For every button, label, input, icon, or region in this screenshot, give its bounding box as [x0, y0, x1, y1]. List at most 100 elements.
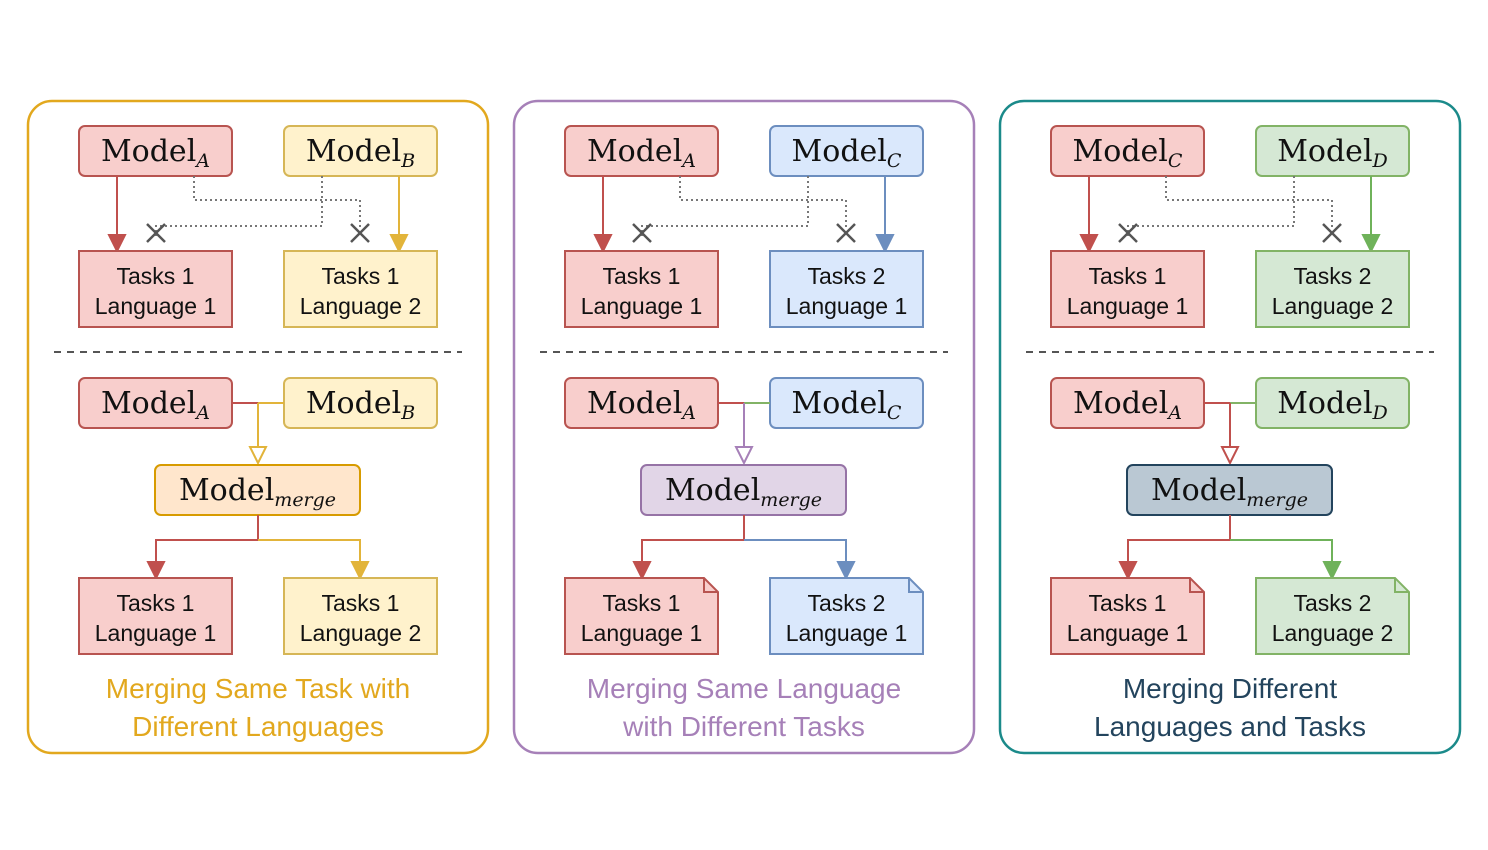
top-task-right-box [1255, 250, 1410, 328]
arrowhead [146, 561, 166, 581]
task-line-2: Language 2 [1272, 293, 1394, 319]
task-line-1: Tasks 1 [117, 590, 195, 616]
arrowhead [875, 234, 895, 254]
bottom-model-right-label: ModelD [1277, 386, 1388, 424]
top-model-left-box [564, 125, 719, 177]
task-line-1: Tasks 1 [1089, 590, 1167, 616]
top-task-right-box [769, 250, 924, 328]
arrowhead [350, 561, 370, 581]
panel-frame [26, 99, 490, 755]
task-line-2: Language 1 [95, 620, 217, 646]
task-line-1: Tasks 2 [1294, 263, 1372, 289]
bottom-model-left: ModelA [564, 377, 719, 429]
folded-corner [1189, 578, 1204, 593]
task-line-2: Language 1 [786, 293, 908, 319]
merged-model: Modelmerge [1126, 464, 1333, 516]
top-model-right: ModelB [283, 125, 438, 177]
bottom-model-right: ModelB [283, 377, 438, 429]
top-model-right-label: ModelB [306, 134, 415, 172]
hollow-arrowhead [248, 446, 268, 466]
blocked-connections [1118, 176, 1342, 243]
arrowhead [1079, 234, 1099, 254]
blocked-cross-icon [350, 223, 370, 243]
bottom-model-right-label: ModelB [306, 386, 415, 424]
merged-model: Modelmerge [154, 464, 361, 516]
arrowhead [1118, 561, 1138, 581]
top-model-right-label: ModelC [792, 134, 902, 172]
top-model-left: ModelA [78, 125, 233, 177]
model-subscript: B [400, 402, 415, 424]
output-task-left: Tasks 1 Language 1 [78, 577, 233, 655]
model-main-text: Model [792, 134, 887, 169]
top-model-right: ModelD [1255, 125, 1410, 177]
folded-corner [1394, 578, 1409, 593]
model-subscript: merge [1246, 489, 1308, 511]
model-subscript: merge [760, 489, 822, 511]
bottom-model-right: ModelD [1255, 377, 1410, 429]
output-arrow-right [258, 539, 361, 562]
top-task-right-box [283, 250, 438, 328]
model-main-text: Model [1073, 386, 1168, 421]
merged-model: Modelmerge [640, 464, 847, 516]
model-subscript: C [887, 150, 902, 172]
blocked-cross-icon [1118, 223, 1138, 243]
folded-corner [703, 578, 718, 593]
bottom-model-right-label: ModelC [792, 386, 902, 424]
model-subscript: A [194, 402, 210, 424]
output-arrow-right [1230, 539, 1333, 562]
top-task-right: Tasks 2 Language 2 [1255, 250, 1410, 328]
task-line-2: Language 1 [95, 293, 217, 319]
panel-caption-line: Different Languages [132, 711, 384, 742]
top-model-left-label: ModelC [1073, 134, 1183, 172]
model-main-text: Model [1151, 473, 1246, 508]
model-subscript: D [1372, 150, 1388, 172]
output-task-right-box [769, 577, 924, 655]
blocked-cross-icon [1322, 223, 1342, 243]
task-line-1: Tasks 1 [322, 263, 400, 289]
top-task-left-box [78, 250, 233, 328]
bottom-model-left: ModelA [78, 377, 233, 429]
panel-caption-line: Merging Same Task with [106, 673, 411, 704]
arrowhead [1322, 561, 1342, 581]
top-model-left: ModelA [564, 125, 719, 177]
top-model-left-label: ModelA [101, 134, 210, 172]
top-model-right-label: ModelD [1277, 134, 1388, 172]
output-arrow-left [1127, 515, 1231, 562]
arrowhead [836, 561, 856, 581]
task-line-2: Language 1 [1067, 620, 1189, 646]
task-line-2: Language 1 [786, 620, 908, 646]
output-arrow-right [744, 539, 847, 562]
top-model-right-box [283, 125, 438, 177]
folded-corner [908, 578, 923, 593]
output-arrow-left [155, 515, 259, 562]
model-main-text: Model [1073, 134, 1168, 169]
blocked-cross-icon [632, 223, 652, 243]
arrowhead [107, 234, 127, 254]
output-task-left-box [1050, 577, 1205, 655]
model-subscript: D [1372, 402, 1388, 424]
task-line-1: Tasks 1 [1089, 263, 1167, 289]
top-model-left-box [1050, 125, 1205, 177]
bottom-model-right: ModelC [769, 377, 924, 429]
task-line-2: Language 1 [1067, 293, 1189, 319]
model-main-text: Model [101, 134, 196, 169]
bottom-model-left-label: ModelA [587, 386, 696, 424]
model-main-text: Model [792, 386, 887, 421]
arrowhead [593, 234, 613, 254]
panel-caption-line: with Different Tasks [622, 711, 865, 742]
model-subscript: C [887, 402, 902, 424]
task-line-2: Language 1 [581, 620, 703, 646]
blocked-connections [146, 176, 370, 243]
model-main-text: Model [1277, 386, 1372, 421]
output-task-left: Tasks 1 Language 1 [1050, 577, 1205, 655]
model-main-text: Model [587, 134, 682, 169]
